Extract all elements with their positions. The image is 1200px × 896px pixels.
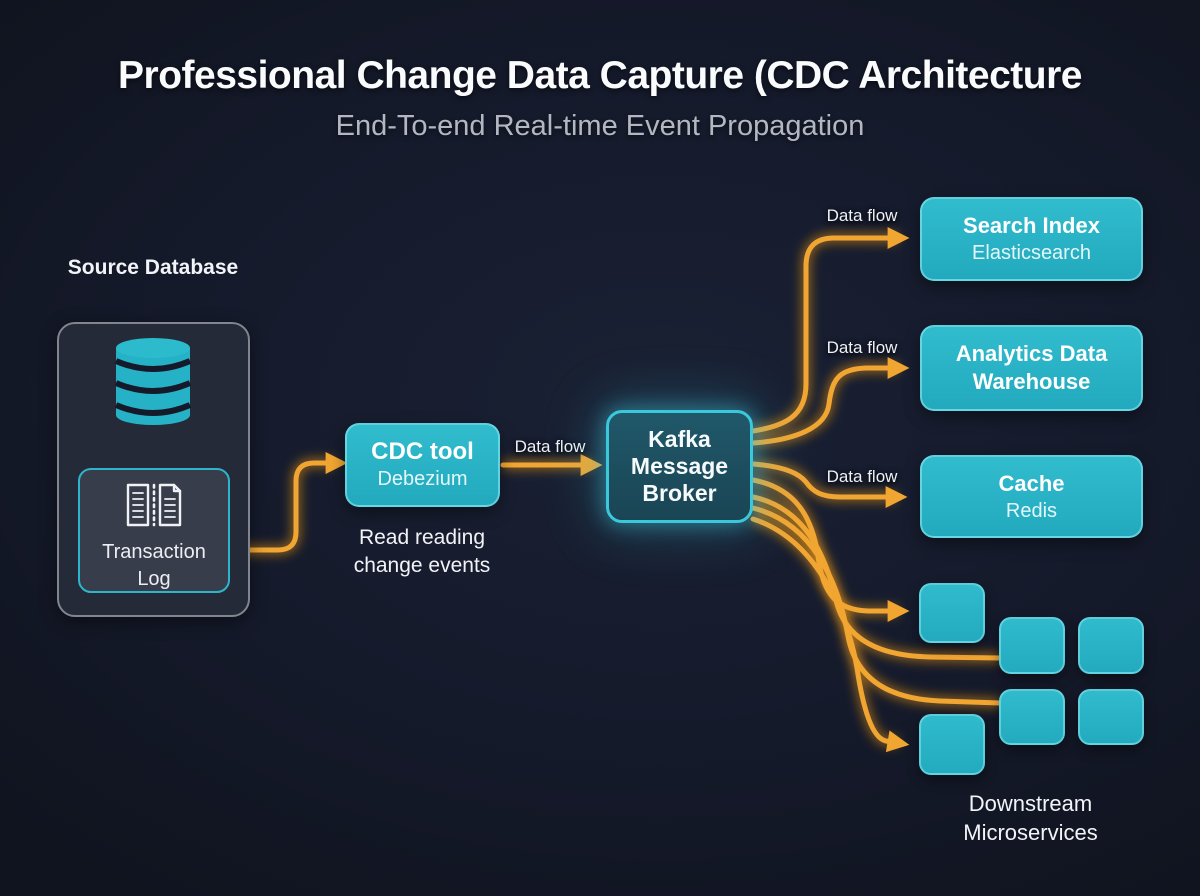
arrow-kafka-to-analytics bbox=[750, 356, 910, 446]
transaction-log-label: Transaction Log bbox=[102, 541, 206, 590]
downstream-microservices-label: Downstream Microservices bbox=[963, 791, 1098, 845]
arrow-transactionlog-to-cdc bbox=[226, 451, 348, 553]
cache-title: Cache bbox=[998, 470, 1065, 496]
microservice-square-4 bbox=[999, 689, 1065, 745]
source-database-label: Source Database bbox=[67, 256, 239, 279]
transaction-log-node: Transaction Log bbox=[78, 468, 230, 593]
kafka-label: Kafka Message Broker bbox=[630, 426, 729, 506]
page-subtitle: End-To-end Real-time Event Propagation bbox=[335, 110, 865, 142]
data-flow-label-cdc-kafka: Data flow bbox=[514, 437, 586, 456]
kafka-message-broker-node: Kafka Message Broker bbox=[606, 410, 753, 523]
search-index-title: Search Index bbox=[963, 213, 1100, 238]
data-flow-label-analytics: Data flow bbox=[826, 338, 898, 357]
analytics-warehouse-node: Analytics Data Warehouse bbox=[920, 325, 1143, 411]
data-flow-label-search: Data flow bbox=[826, 206, 898, 225]
cdc-tool-caption: Read reading change events bbox=[353, 526, 491, 577]
search-index-subtitle: Elasticsearch bbox=[972, 242, 1091, 264]
arrow-kafka-to-microservice-6 bbox=[750, 516, 910, 753]
analytics-warehouse-title: Analytics Data Warehouse bbox=[955, 341, 1108, 394]
microservice-square-3 bbox=[1078, 617, 1144, 674]
cdc-tool-title: CDC tool bbox=[371, 438, 474, 465]
search-index-node: Search Index Elasticsearch bbox=[920, 197, 1143, 281]
page-title: Professional Change Data Capture (CDC Ar… bbox=[118, 54, 1082, 97]
arrow-kafka-to-search bbox=[750, 226, 910, 434]
data-flow-label-cache: Data flow bbox=[826, 467, 898, 486]
microservice-square-1 bbox=[919, 583, 985, 643]
cache-subtitle: Redis bbox=[1005, 499, 1058, 522]
microservice-square-5 bbox=[1078, 689, 1144, 745]
microservice-square-2 bbox=[999, 617, 1065, 674]
cache-node: Cache Redis bbox=[920, 455, 1143, 538]
transaction-log-document-icon bbox=[124, 482, 184, 533]
arrow-core-layer bbox=[226, 226, 1003, 753]
cdc-tool-subtitle: Debezium bbox=[377, 468, 468, 490]
microservice-square-6 bbox=[919, 714, 985, 775]
arrow-kafka-to-cache bbox=[750, 461, 908, 509]
database-cylinder-icon bbox=[113, 337, 193, 434]
cdc-tool-node: CDC tool Debezium bbox=[345, 423, 500, 507]
